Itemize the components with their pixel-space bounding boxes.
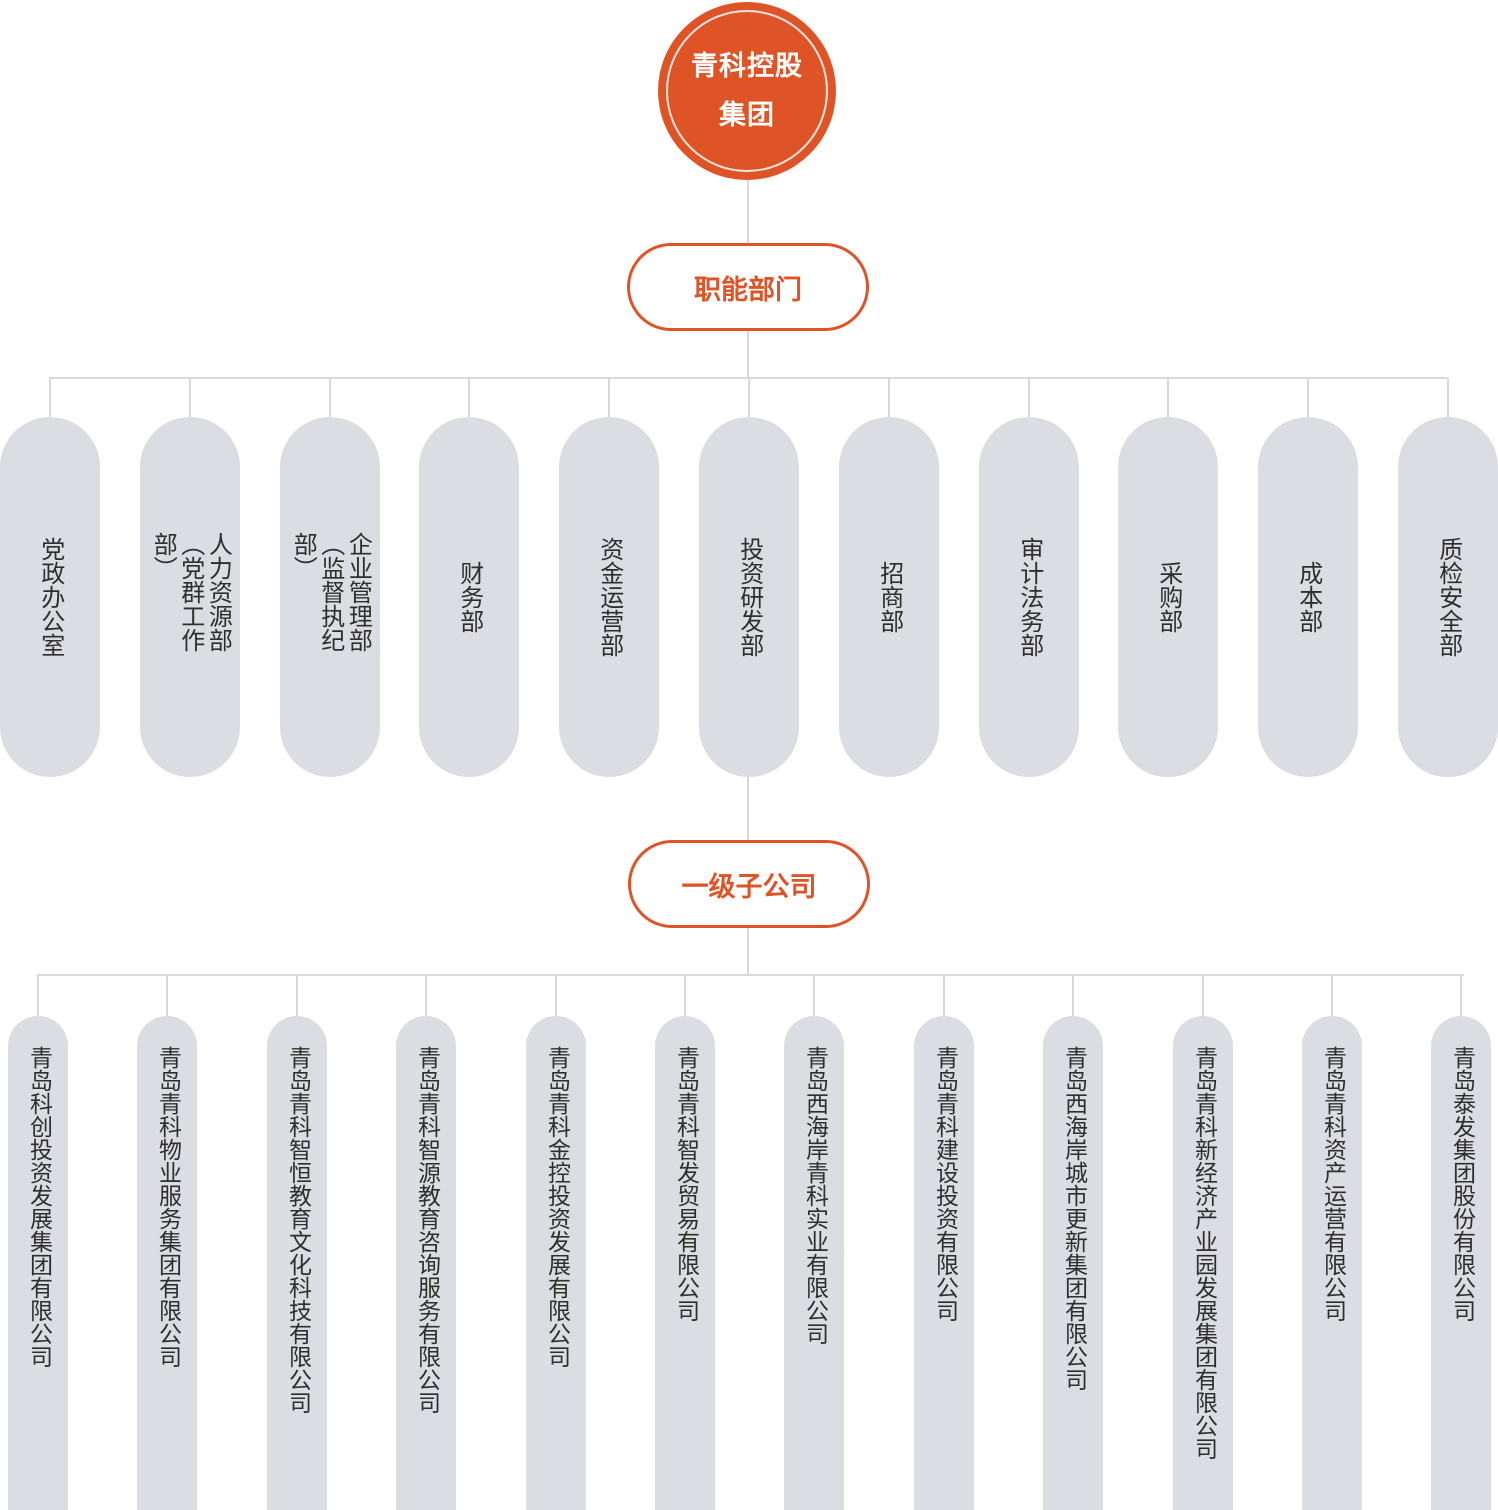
department-label: 党政办公室 xyxy=(36,537,65,657)
department-label: 资金运营部 xyxy=(595,537,624,657)
subsidiary-label: 青岛西海岸城市更新集团有限公司 xyxy=(1060,1046,1087,1391)
subsidiary-node: 青岛青科智发贸易有限公司 xyxy=(655,1016,715,1510)
subsidiary-node: 青岛青科资产运营有限公司 xyxy=(1302,1016,1362,1510)
department-label: 质检安全部 xyxy=(1434,537,1463,657)
department-node: 资金运营部 xyxy=(559,417,659,777)
department-label: 投资研发部 xyxy=(735,537,764,657)
subsidiary-node: 青岛青科智恒教育文化科技有限公司 xyxy=(267,1016,327,1510)
subsidiary-node: 青岛青科物业服务集团有限公司 xyxy=(137,1016,197,1510)
subsidiary-label: 青岛青科智发贸易有限公司 xyxy=(672,1046,699,1322)
department-node: 投资研发部 xyxy=(699,417,799,777)
section-subsidiaries: 一级子公司 xyxy=(628,840,870,928)
subsidiary-label: 青岛青科建设投资有限公司 xyxy=(931,1046,958,1322)
department-label: 企业管理部（监督执纪部） xyxy=(289,532,373,652)
subsidiary-label: 青岛青科金控投资发展有限公司 xyxy=(543,1046,570,1368)
department-node: 审计法务部 xyxy=(979,417,1079,777)
subsidiary-label: 青岛泰发集团股份有限公司 xyxy=(1448,1046,1475,1322)
subsidiary-node: 青岛科创投资发展集团有限公司 xyxy=(8,1016,68,1510)
department-label: 采购部 xyxy=(1154,561,1183,633)
root-node-title: 青科控股 集团 xyxy=(687,42,807,140)
subsidiary-node: 青岛青科金控投资发展有限公司 xyxy=(526,1016,586,1510)
subsidiary-label: 青岛青科智源教育咨询服务有限公司 xyxy=(413,1046,440,1414)
department-node: 人力资源部（党群工作部） xyxy=(140,417,240,777)
department-node: 企业管理部（监督执纪部） xyxy=(280,417,380,777)
subsidiary-node: 青岛西海岸城市更新集团有限公司 xyxy=(1043,1016,1103,1510)
department-node: 采购部 xyxy=(1118,417,1218,777)
subsidiary-node: 青岛青科智源教育咨询服务有限公司 xyxy=(396,1016,456,1510)
department-node: 招商部 xyxy=(839,417,939,777)
root-node-circle: 青科控股 集团 xyxy=(658,2,836,180)
subsidiary-node: 青岛西海岸青科实业有限公司 xyxy=(784,1016,844,1510)
root-node-title-line1: 青科控股 xyxy=(691,51,803,82)
root-node-title-line2: 集团 xyxy=(719,100,775,131)
subsidiary-label: 青岛青科新经济产业园发展集团有限公司 xyxy=(1190,1046,1217,1460)
section-departments: 职能部门 xyxy=(627,243,869,331)
subsidiary-node: 青岛青科新经济产业园发展集团有限公司 xyxy=(1173,1016,1233,1510)
root-node-inner-ring: 青科控股 集团 xyxy=(666,10,828,172)
department-label: 招商部 xyxy=(875,561,904,633)
subsidiary-label: 青岛青科资产运营有限公司 xyxy=(1319,1046,1346,1322)
subsidiary-label: 青岛青科物业服务集团有限公司 xyxy=(154,1046,181,1368)
department-node: 党政办公室 xyxy=(0,417,100,777)
department-label: 审计法务部 xyxy=(1015,537,1044,657)
department-label: 成本部 xyxy=(1294,561,1323,633)
subsidiary-node: 青岛青科建设投资有限公司 xyxy=(914,1016,974,1510)
department-node: 财务部 xyxy=(419,417,519,777)
subsidiary-node: 青岛泰发集团股份有限公司 xyxy=(1431,1016,1491,1510)
department-label: 财务部 xyxy=(455,561,484,633)
subsidiary-label: 青岛青科智恒教育文化科技有限公司 xyxy=(284,1046,311,1414)
subsidiary-label: 青岛西海岸青科实业有限公司 xyxy=(801,1046,828,1345)
subsidiary-label: 青岛科创投资发展集团有限公司 xyxy=(25,1046,52,1368)
department-node: 成本部 xyxy=(1258,417,1358,777)
department-node: 质检安全部 xyxy=(1398,417,1498,777)
department-label: 人力资源部（党群工作部） xyxy=(149,532,233,652)
